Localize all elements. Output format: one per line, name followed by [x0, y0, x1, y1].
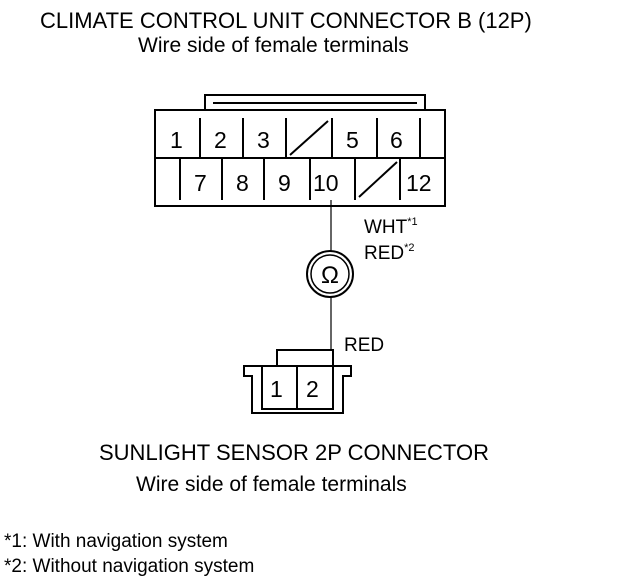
connector-b-12p: 1 2 3 5 6 7 8 9 10 12	[154, 94, 446, 207]
sensor-pin-1: 1	[270, 376, 283, 402]
sunlight-sensor-connector: 1 2	[243, 349, 352, 414]
svg-text:WHT*1: WHT*1	[364, 216, 418, 238]
pin-b-6: 6	[390, 127, 403, 153]
footnote-mark-1: *1	[407, 216, 417, 228]
connector-b-subtitle: Wire side of female terminals	[138, 34, 409, 57]
footnote-mark-2: *2	[404, 242, 414, 254]
pin-b-5: 5	[346, 127, 359, 153]
wire-lower-color: RED	[344, 335, 384, 356]
pin-b-8: 8	[236, 170, 249, 196]
svg-text:RED*2: RED*2	[364, 242, 415, 264]
footnote-1: *1: With navigation system	[4, 531, 228, 552]
sensor-pin-2: 2	[306, 376, 319, 402]
sensor-subtitle: Wire side of female terminals	[136, 473, 407, 496]
pin-b-9: 9	[278, 170, 291, 196]
connector-b-title: CLIMATE CONTROL UNIT CONNECTOR B (12P)	[40, 8, 532, 33]
empty-cavity-bottom	[358, 161, 398, 198]
ohmmeter-icon: Ω	[306, 250, 354, 298]
empty-cavity-top	[289, 120, 329, 156]
pin-b-1: 1	[170, 127, 183, 153]
ohm-symbol: Ω	[321, 262, 339, 289]
footnote-2: *2: Without navigation system	[4, 556, 254, 577]
wire-color-red: RED	[364, 243, 404, 264]
pin-b-12: 12	[406, 170, 432, 196]
sensor-title: SUNLIGHT SENSOR 2P CONNECTOR	[99, 440, 489, 465]
wire-upper-label: WHT*1 RED*2	[364, 216, 418, 264]
pin-b-2: 2	[214, 127, 227, 153]
pin-b-3: 3	[257, 127, 270, 153]
pin-b-10: 10	[313, 170, 339, 196]
wire-color-wht: WHT	[364, 217, 408, 238]
pin-b-7: 7	[194, 170, 207, 196]
